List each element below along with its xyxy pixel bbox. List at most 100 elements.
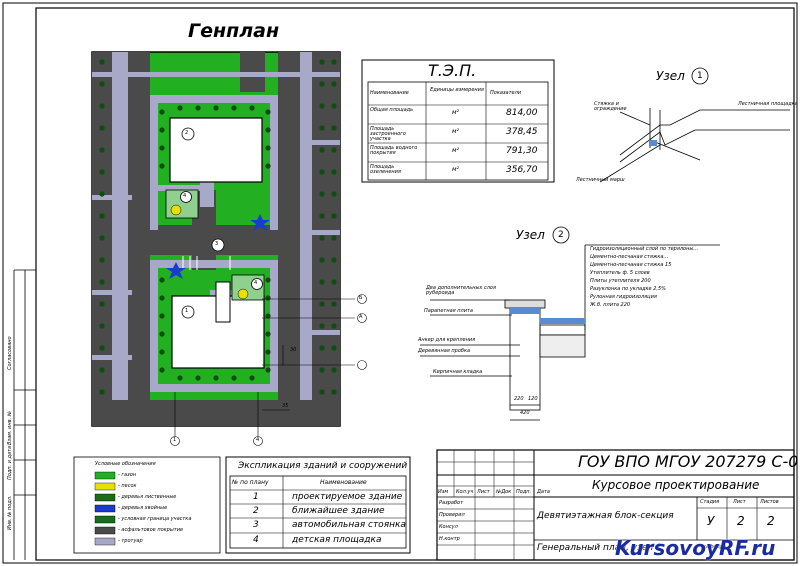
plan-dim-1: 30 (290, 347, 297, 353)
stamp-object: Девятиэтажная блок-секция (537, 511, 674, 521)
stamp-sheets: 2 (767, 514, 775, 528)
stamp-sheet: 2 (737, 514, 745, 528)
node-1-anchor (649, 140, 657, 146)
node-1-label-2: Лестничная площадка (738, 101, 798, 107)
tree-icon (99, 103, 105, 109)
axis-label-4: 4 (256, 437, 260, 443)
stamp-person-role: Разработ (439, 500, 464, 506)
axis-label-a: А (359, 314, 363, 320)
explication-row-name: детская площадка (292, 535, 382, 545)
node-2-note: Плиты утеплителя 200 (590, 278, 651, 284)
tree-icon (195, 105, 201, 111)
legend-swatch (94, 526, 116, 535)
tree-icon (99, 81, 105, 87)
tree-icon (319, 301, 325, 307)
tep-row-value: 791,30 (506, 146, 538, 156)
tep-row-unit: м² (452, 128, 459, 135)
tree-icon (319, 323, 325, 329)
explication-row-num: 1 (253, 492, 259, 502)
tree-icon (319, 345, 325, 351)
side-stamp (13, 269, 36, 560)
tree-icon (99, 191, 105, 197)
tree-icon (331, 389, 337, 395)
tree-icon (319, 147, 325, 153)
axis-label-b: Б (359, 295, 363, 301)
explication-table-lines (225, 456, 411, 554)
tree-icon (159, 145, 165, 151)
tep-header-unit: Единицы измерения (430, 87, 484, 93)
node-2-label-5: Кирпичная кладка (433, 369, 483, 375)
tree-icon (331, 125, 337, 131)
tree-icon (99, 323, 105, 329)
tree-icon (331, 257, 337, 263)
side-label: Инв. № подл. (7, 495, 13, 531)
tree-icon (99, 235, 105, 241)
explication-row-num: 2 (253, 506, 259, 516)
legend-swatch (94, 482, 116, 491)
node-2-note: Утеплитель ф. 5 слоев (590, 270, 650, 276)
node-2-dim-2: 120 (528, 396, 538, 402)
tree-icon (231, 105, 237, 111)
tree-icon (319, 279, 325, 285)
explication-title: Экспликация зданий и сооружений (238, 461, 408, 471)
tep-row-unit: м² (452, 147, 459, 154)
tep-table-lines (361, 59, 555, 183)
tree-icon (249, 375, 255, 381)
stamp-column-header: Кол.уч (456, 489, 474, 495)
tree-icon (265, 295, 271, 301)
legend-item-label: - условная граница участка (118, 516, 192, 522)
tree-icon (331, 191, 337, 197)
tree-icon (159, 109, 165, 115)
stamp-sheet-name: Генеральный план, узел 1 (537, 543, 662, 553)
explication-row-name: автомобильная стоянка (292, 520, 406, 530)
tree-icon (265, 331, 271, 337)
legend-item-label: - газон (118, 472, 137, 478)
tree-icon (99, 125, 105, 131)
tree-icon (265, 145, 271, 151)
node-2-note: Цементно-песчаная стяжка 15 (590, 262, 672, 268)
plan-dim-2: 35 (282, 403, 289, 409)
node-2-label-2: Парапетная плита (424, 308, 473, 314)
inner-frame (35, 7, 795, 561)
tep-row-value: 356,70 (506, 165, 538, 175)
building-1-entrance (215, 281, 231, 323)
tree-icon (265, 109, 271, 115)
tree-icon (265, 277, 271, 283)
tree-icon (331, 103, 337, 109)
stamp-column-header: Подп. (516, 489, 532, 495)
node-2-label-4: Деревянная пробка (418, 348, 471, 354)
tree-icon (159, 313, 165, 319)
tree-icon (213, 375, 219, 381)
tree-icon (159, 127, 165, 133)
tree-icon (319, 213, 325, 219)
legend-swatch (94, 515, 116, 524)
legend-swatches (94, 471, 116, 546)
tep-header-value: Показатели (490, 90, 522, 96)
stamp-org: ГОУ ВПО МГОУ 207279 С-07 (578, 452, 800, 471)
tep-row-unit: м² (452, 109, 459, 116)
tep-header-name: Наименование (370, 90, 409, 96)
tree-icon (319, 103, 325, 109)
node-2-label-1: Два дополнительных слоя рубероида (426, 285, 496, 296)
plan-mark-2: 2 (185, 130, 189, 136)
tree-icon (331, 235, 337, 241)
tree-icon (331, 81, 337, 87)
legend-item-label: - песок (118, 483, 137, 489)
node-2-dim-3: 420 (520, 410, 530, 416)
tree-icon (319, 81, 325, 87)
node-1-title: Узел (656, 69, 685, 83)
tep-row-name: Площадь водного покрытия (370, 145, 418, 156)
tree-icon (99, 389, 105, 395)
stamp-column-header: Лист (477, 489, 490, 495)
stamp-stage-header: Стадия (700, 499, 720, 505)
tree-icon (159, 349, 165, 355)
tree-icon (249, 105, 255, 111)
node-2-note: Гидроизоляционный слой по терялоны... (590, 246, 699, 252)
deciduous-trees (99, 59, 337, 395)
tree-icon (331, 213, 337, 219)
tree-icon (265, 349, 271, 355)
side-label: Взам. инв. № (7, 411, 13, 445)
legend-swatch (94, 537, 116, 546)
